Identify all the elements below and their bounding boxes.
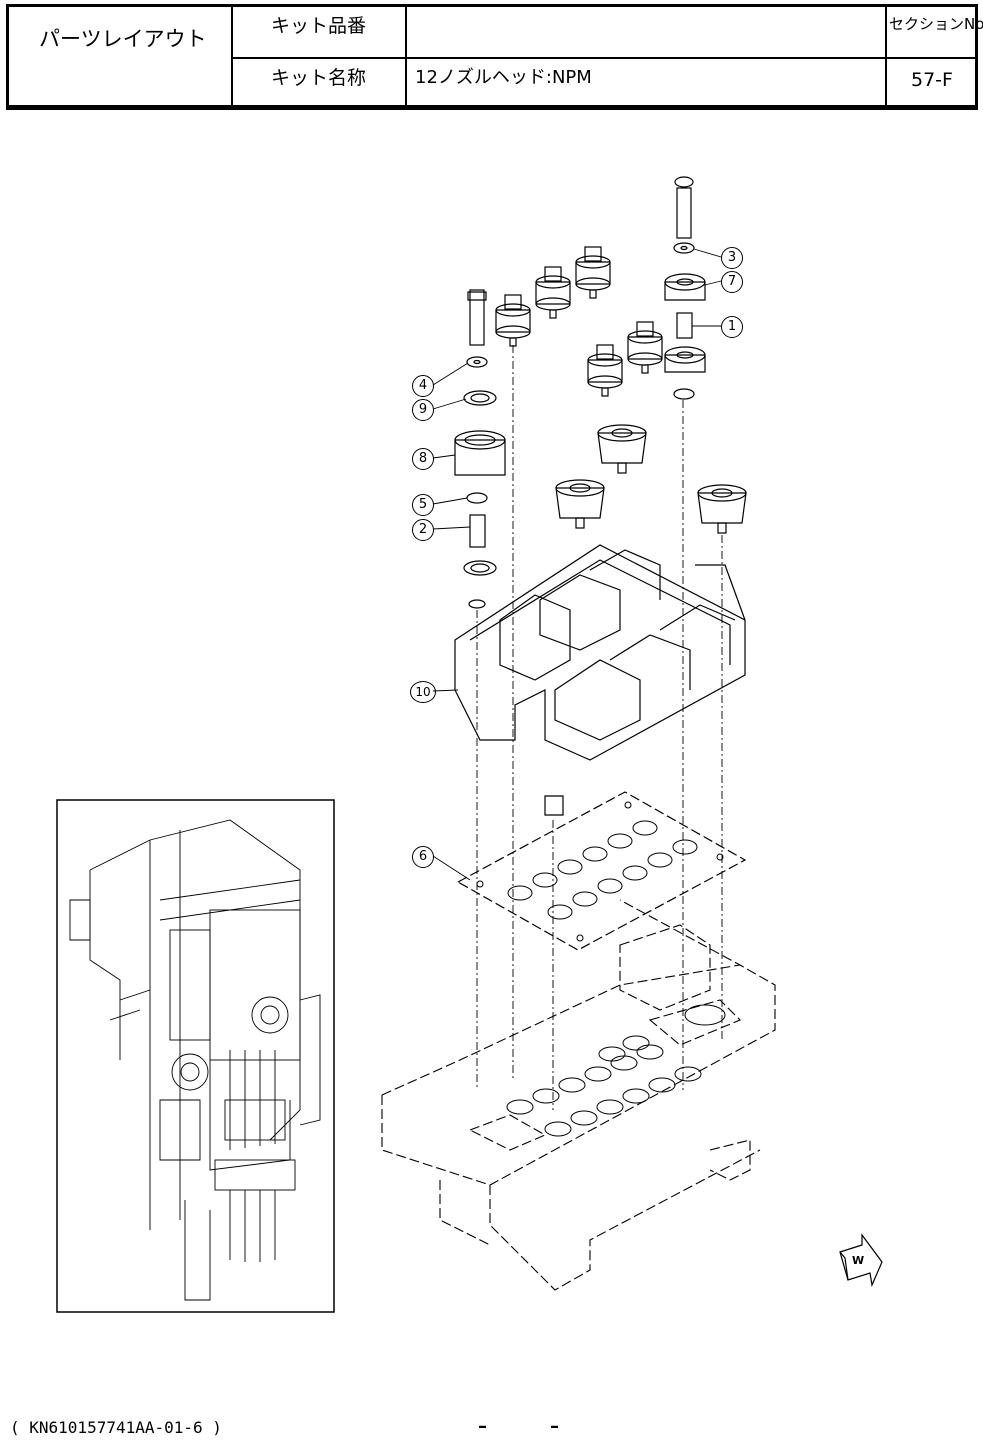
callout-8: 8 (412, 448, 434, 470)
plate-6 (458, 792, 745, 950)
callout-9: 9 (412, 399, 434, 421)
right-stack (665, 177, 705, 399)
nozzle-holders (496, 247, 746, 533)
inset-overview (57, 800, 334, 1312)
callout-6: 6 (412, 846, 434, 868)
callout-1: 1 (721, 316, 743, 338)
callout-3: 3 (721, 247, 743, 269)
callout-4: 4 (412, 375, 434, 397)
left-stack (455, 290, 505, 608)
tray-10 (455, 545, 745, 760)
center-lines (477, 345, 722, 1110)
callout-5: 5 (412, 494, 434, 516)
page-mark-left: – (478, 1416, 487, 1437)
document-code: ( KN610157741AA-01-6 ) (10, 1418, 222, 1437)
head-block (382, 900, 775, 1290)
direction-letter: W (852, 1254, 864, 1267)
callout-7: 7 (721, 271, 743, 293)
callout-10: 10 (410, 681, 436, 703)
page-mark-right: – (550, 1416, 559, 1437)
callout-2: 2 (412, 519, 434, 541)
